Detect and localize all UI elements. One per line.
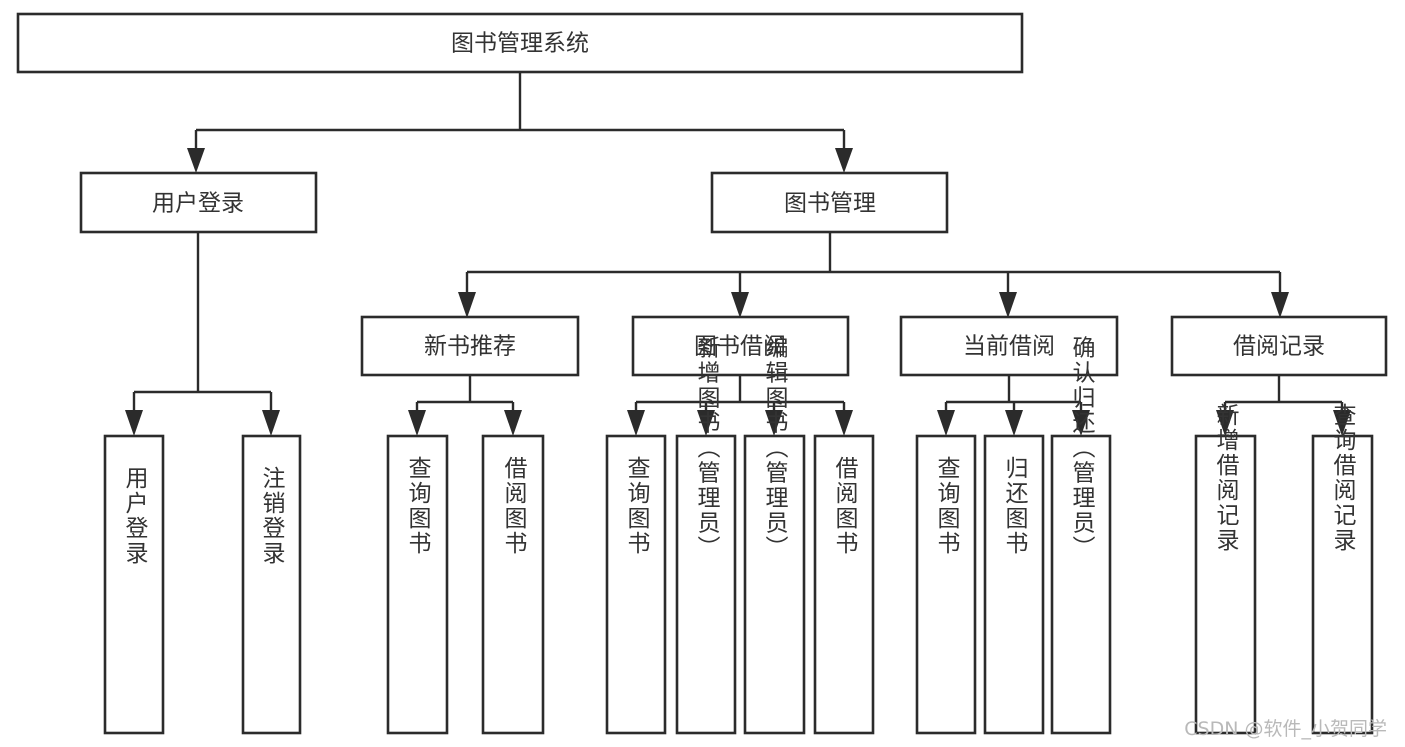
node-leaf-borrow-book-2[interactable]: 借阅图书 [813, 434, 875, 735]
node-leaf-query-borrow-record-label: 查询借阅记录 [1329, 403, 1357, 553]
arrow-head-icon [937, 410, 955, 436]
connector-root-to-level1 [187, 72, 853, 173]
node-current-borrow-label: 当前借阅 [963, 334, 1055, 360]
node-root-label: 图书管理系统 [451, 31, 589, 57]
arrow-head-icon [697, 410, 715, 436]
arrow-head-icon [835, 148, 853, 173]
arrow-head-icon [999, 292, 1017, 318]
node-leaf-query-book-3[interactable]: 查询图书 [915, 434, 977, 735]
node-leaf-borrow-book-2-label: 借阅图书 [831, 456, 859, 556]
arrow-head-icon [187, 148, 205, 173]
node-book-management[interactable]: 图书管理 [710, 171, 949, 234]
node-leaf-query-book-2[interactable]: 查询图书 [605, 434, 667, 735]
node-leaf-edit-book-admin-label: 编辑图书（管理员） [761, 336, 789, 561]
node-leaf-query-book-1[interactable]: 查询图书 [386, 434, 449, 735]
connector-borrowrecord-to-leaves [1216, 375, 1351, 436]
arrow-head-icon [1333, 410, 1351, 436]
arrow-head-icon [835, 410, 853, 436]
arrow-head-icon [1216, 410, 1234, 436]
connector-currentborrow-to-leaves [937, 375, 1090, 436]
connector-bookmgmt-to-level2 [458, 232, 1289, 318]
arrow-head-icon [1271, 292, 1289, 318]
node-leaf-add-borrow-record[interactable]: 新增借阅记录 [1194, 403, 1257, 735]
node-leaf-logout[interactable]: 注销登录 [241, 434, 302, 735]
arrow-head-icon [731, 292, 749, 318]
arrow-head-icon [504, 410, 522, 436]
node-leaf-add-borrow-record-label: 新增借阅记录 [1212, 403, 1240, 553]
arrow-head-icon [458, 292, 476, 318]
arrow-head-icon [627, 410, 645, 436]
node-leaf-logout-label: 注销登录 [258, 466, 286, 566]
arrow-head-icon [125, 410, 143, 436]
node-current-borrow[interactable]: 当前借阅 [899, 315, 1119, 377]
node-borrow-record[interactable]: 借阅记录 [1170, 315, 1388, 377]
node-leaf-query-borrow-record[interactable]: 查询借阅记录 [1311, 403, 1374, 735]
connector-borrowbook-to-leaves [627, 375, 853, 436]
node-book-borrow-label: 图书借阅 [694, 334, 786, 360]
node-leaf-user-login[interactable]: 用户登录 [103, 434, 165, 735]
node-leaf-add-book-admin[interactable]: 新增图书（管理员） [675, 336, 737, 735]
arrow-head-icon [262, 410, 280, 436]
node-leaf-query-book-3-label: 查询图书 [933, 456, 961, 556]
node-root-system[interactable]: 图书管理系统 [16, 12, 1024, 74]
node-leaf-query-book-1-label: 查询图书 [404, 456, 432, 556]
node-new-book-recommend[interactable]: 新书推荐 [360, 315, 580, 377]
arrow-head-icon [1005, 410, 1023, 436]
node-leaf-user-login-label: 用户登录 [121, 466, 149, 566]
node-book-management-label: 图书管理 [784, 191, 876, 217]
arrow-head-icon [408, 410, 426, 436]
node-leaf-confirm-return-admin[interactable]: 确认归还（管理员） [1050, 336, 1112, 735]
node-user-login-label: 用户登录 [152, 191, 244, 217]
node-leaf-confirm-return-admin-label: 确认归还（管理员） [1068, 336, 1096, 561]
node-leaf-return-book[interactable]: 归还图书 [983, 434, 1045, 735]
connector-newbook-to-leaves [408, 375, 522, 436]
arrow-head-icon [1072, 410, 1090, 436]
node-new-book-recommend-label: 新书推荐 [424, 334, 516, 360]
node-user-login[interactable]: 用户登录 [79, 171, 318, 234]
node-leaf-borrow-book-1[interactable]: 借阅图书 [481, 434, 545, 735]
node-leaf-borrow-book-1-label: 借阅图书 [500, 456, 528, 556]
node-leaf-query-book-2-label: 查询图书 [623, 456, 651, 556]
node-leaf-edit-book-admin[interactable]: 编辑图书（管理员） [743, 336, 806, 735]
arrow-head-icon [765, 410, 783, 436]
node-borrow-record-label: 借阅记录 [1233, 334, 1325, 360]
node-leaf-add-book-admin-label: 新增图书（管理员） [693, 336, 721, 561]
node-book-borrow[interactable]: 图书借阅 [631, 315, 850, 377]
connector-userlogin-to-leaves [125, 232, 280, 436]
node-leaf-return-book-label: 归还图书 [1001, 456, 1029, 556]
